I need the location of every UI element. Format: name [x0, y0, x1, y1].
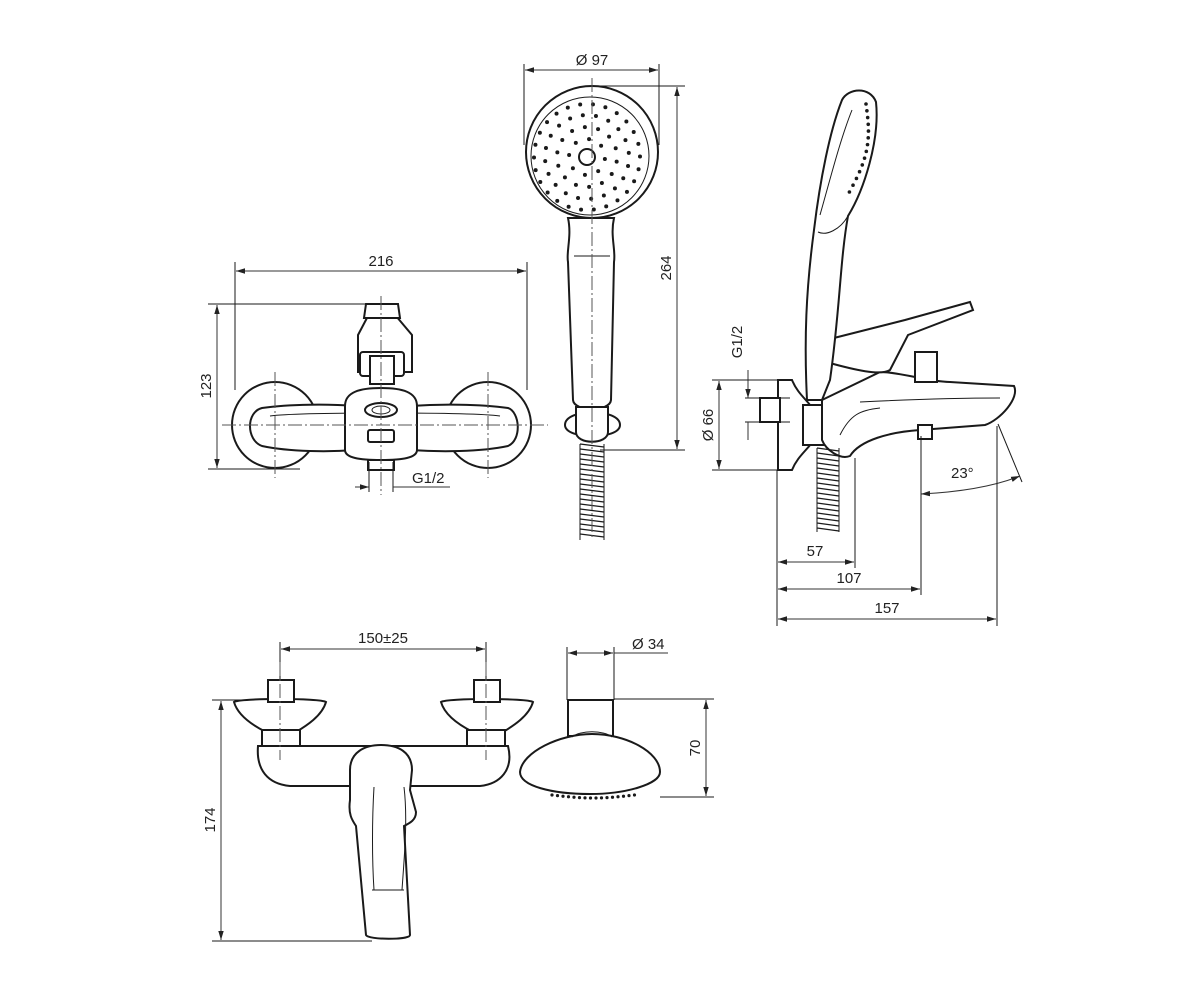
dim-head-profile-diameter: Ø 34: [632, 636, 665, 653]
dim-head-profile-height: 70: [687, 740, 704, 757]
top-lever: [348, 743, 418, 940]
top-view-mixer: 150±25 174: [202, 630, 535, 942]
dim-inlet-spacing: 150±25: [358, 630, 408, 647]
side-lever: [825, 300, 975, 374]
shower-nozzles: [532, 102, 642, 212]
side-hand-shower: [804, 89, 878, 401]
dim-depth-107: 107: [836, 570, 861, 587]
dim-side-flange-diameter: Ø 66: [700, 409, 717, 442]
head-profile-view: Ø 34 70: [518, 636, 714, 800]
side-hose: [816, 447, 840, 532]
dim-total-height: 174: [202, 807, 219, 832]
side-view: G1/2 Ø 66 23° 57 107 157: [700, 89, 1023, 626]
dim-head-diameter: Ø 97: [576, 52, 609, 69]
head-profile: [518, 732, 662, 796]
hand-shower-front: Ø 97 264: [523, 52, 685, 540]
dim-depth-57: 57: [807, 543, 824, 560]
front-view-mixer: 216 123 G1/2: [198, 253, 548, 495]
dim-shower-length: 264: [658, 255, 675, 280]
dim-depth-157: 157: [874, 600, 899, 617]
side-nozzles: [847, 102, 871, 194]
dim-front-width: 216: [368, 253, 393, 270]
shower-handle: [566, 217, 616, 410]
dim-side-thread: G1/2: [729, 326, 746, 359]
dim-front-height: 123: [198, 373, 215, 398]
dim-spout-angle: 23°: [951, 465, 974, 482]
profile-nozzles: [550, 793, 637, 800]
side-mixer-body: [821, 370, 1017, 458]
dim-front-outlet-thread: G1/2: [412, 470, 445, 487]
